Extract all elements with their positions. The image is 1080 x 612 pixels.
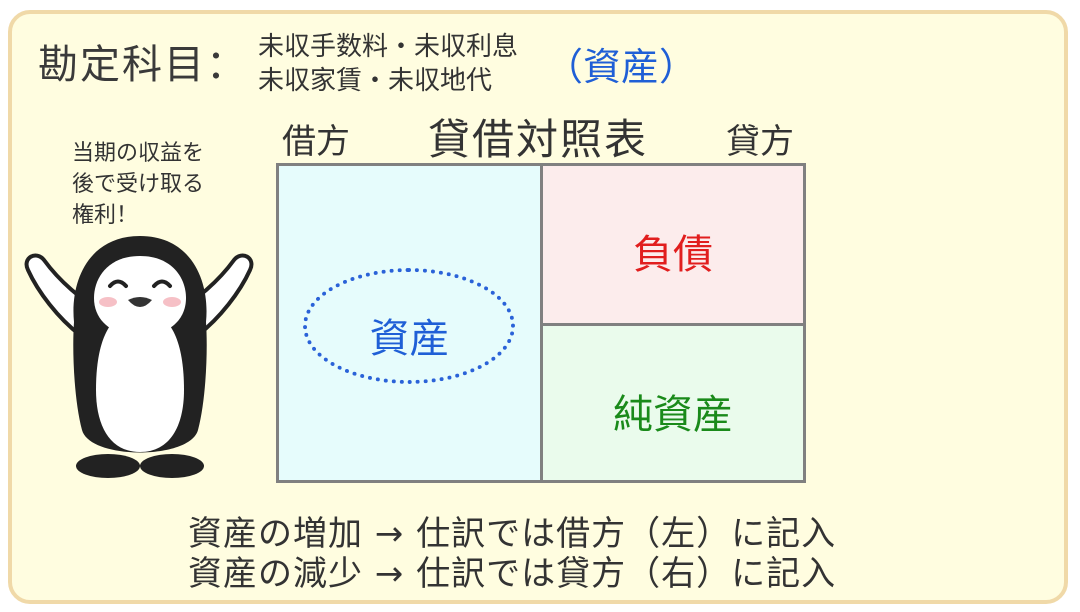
balance-sheet: 資産 負債 純資産 — [276, 163, 806, 483]
penguin-face — [94, 256, 186, 336]
liability-label: 負債 — [633, 232, 713, 278]
rule-decrease: 資産の減少 → 仕訳では貸方（右）に記入 — [188, 554, 837, 594]
asset-label: 資産 — [369, 316, 450, 362]
asset-cell: 資産 — [279, 166, 543, 480]
credit-label: 貸方 — [726, 122, 794, 162]
rule-increase: 資産の増加 → 仕訳では借方（左）に記入 — [188, 514, 837, 554]
penguin-feet — [76, 454, 204, 478]
debit-label: 借方 — [282, 122, 350, 162]
net-assets-cell: 純資産 — [543, 326, 803, 480]
liability-cell: 負債 — [543, 166, 803, 326]
net-assets-label: 純資産 — [613, 392, 733, 438]
account-list-line2: 未収家賃・未収地代 — [258, 66, 493, 96]
speech-text: 当期の収益を 後で受け取る 権利！ — [72, 138, 204, 231]
account-list-line1: 未収手数料・未収利息 — [258, 32, 519, 62]
speech-line2: 後で受け取る — [72, 172, 205, 197]
balance-sheet-title: 貸借対照表 — [428, 115, 649, 164]
speech-line3: 権利！ — [72, 203, 139, 228]
asset-highlight-oval — [303, 268, 515, 384]
account-category: （資産） — [545, 45, 698, 89]
account-title-label: 勘定科目： — [38, 42, 248, 88]
speech-line1: 当期の収益を — [72, 141, 205, 166]
penguin-illustration — [24, 236, 254, 478]
